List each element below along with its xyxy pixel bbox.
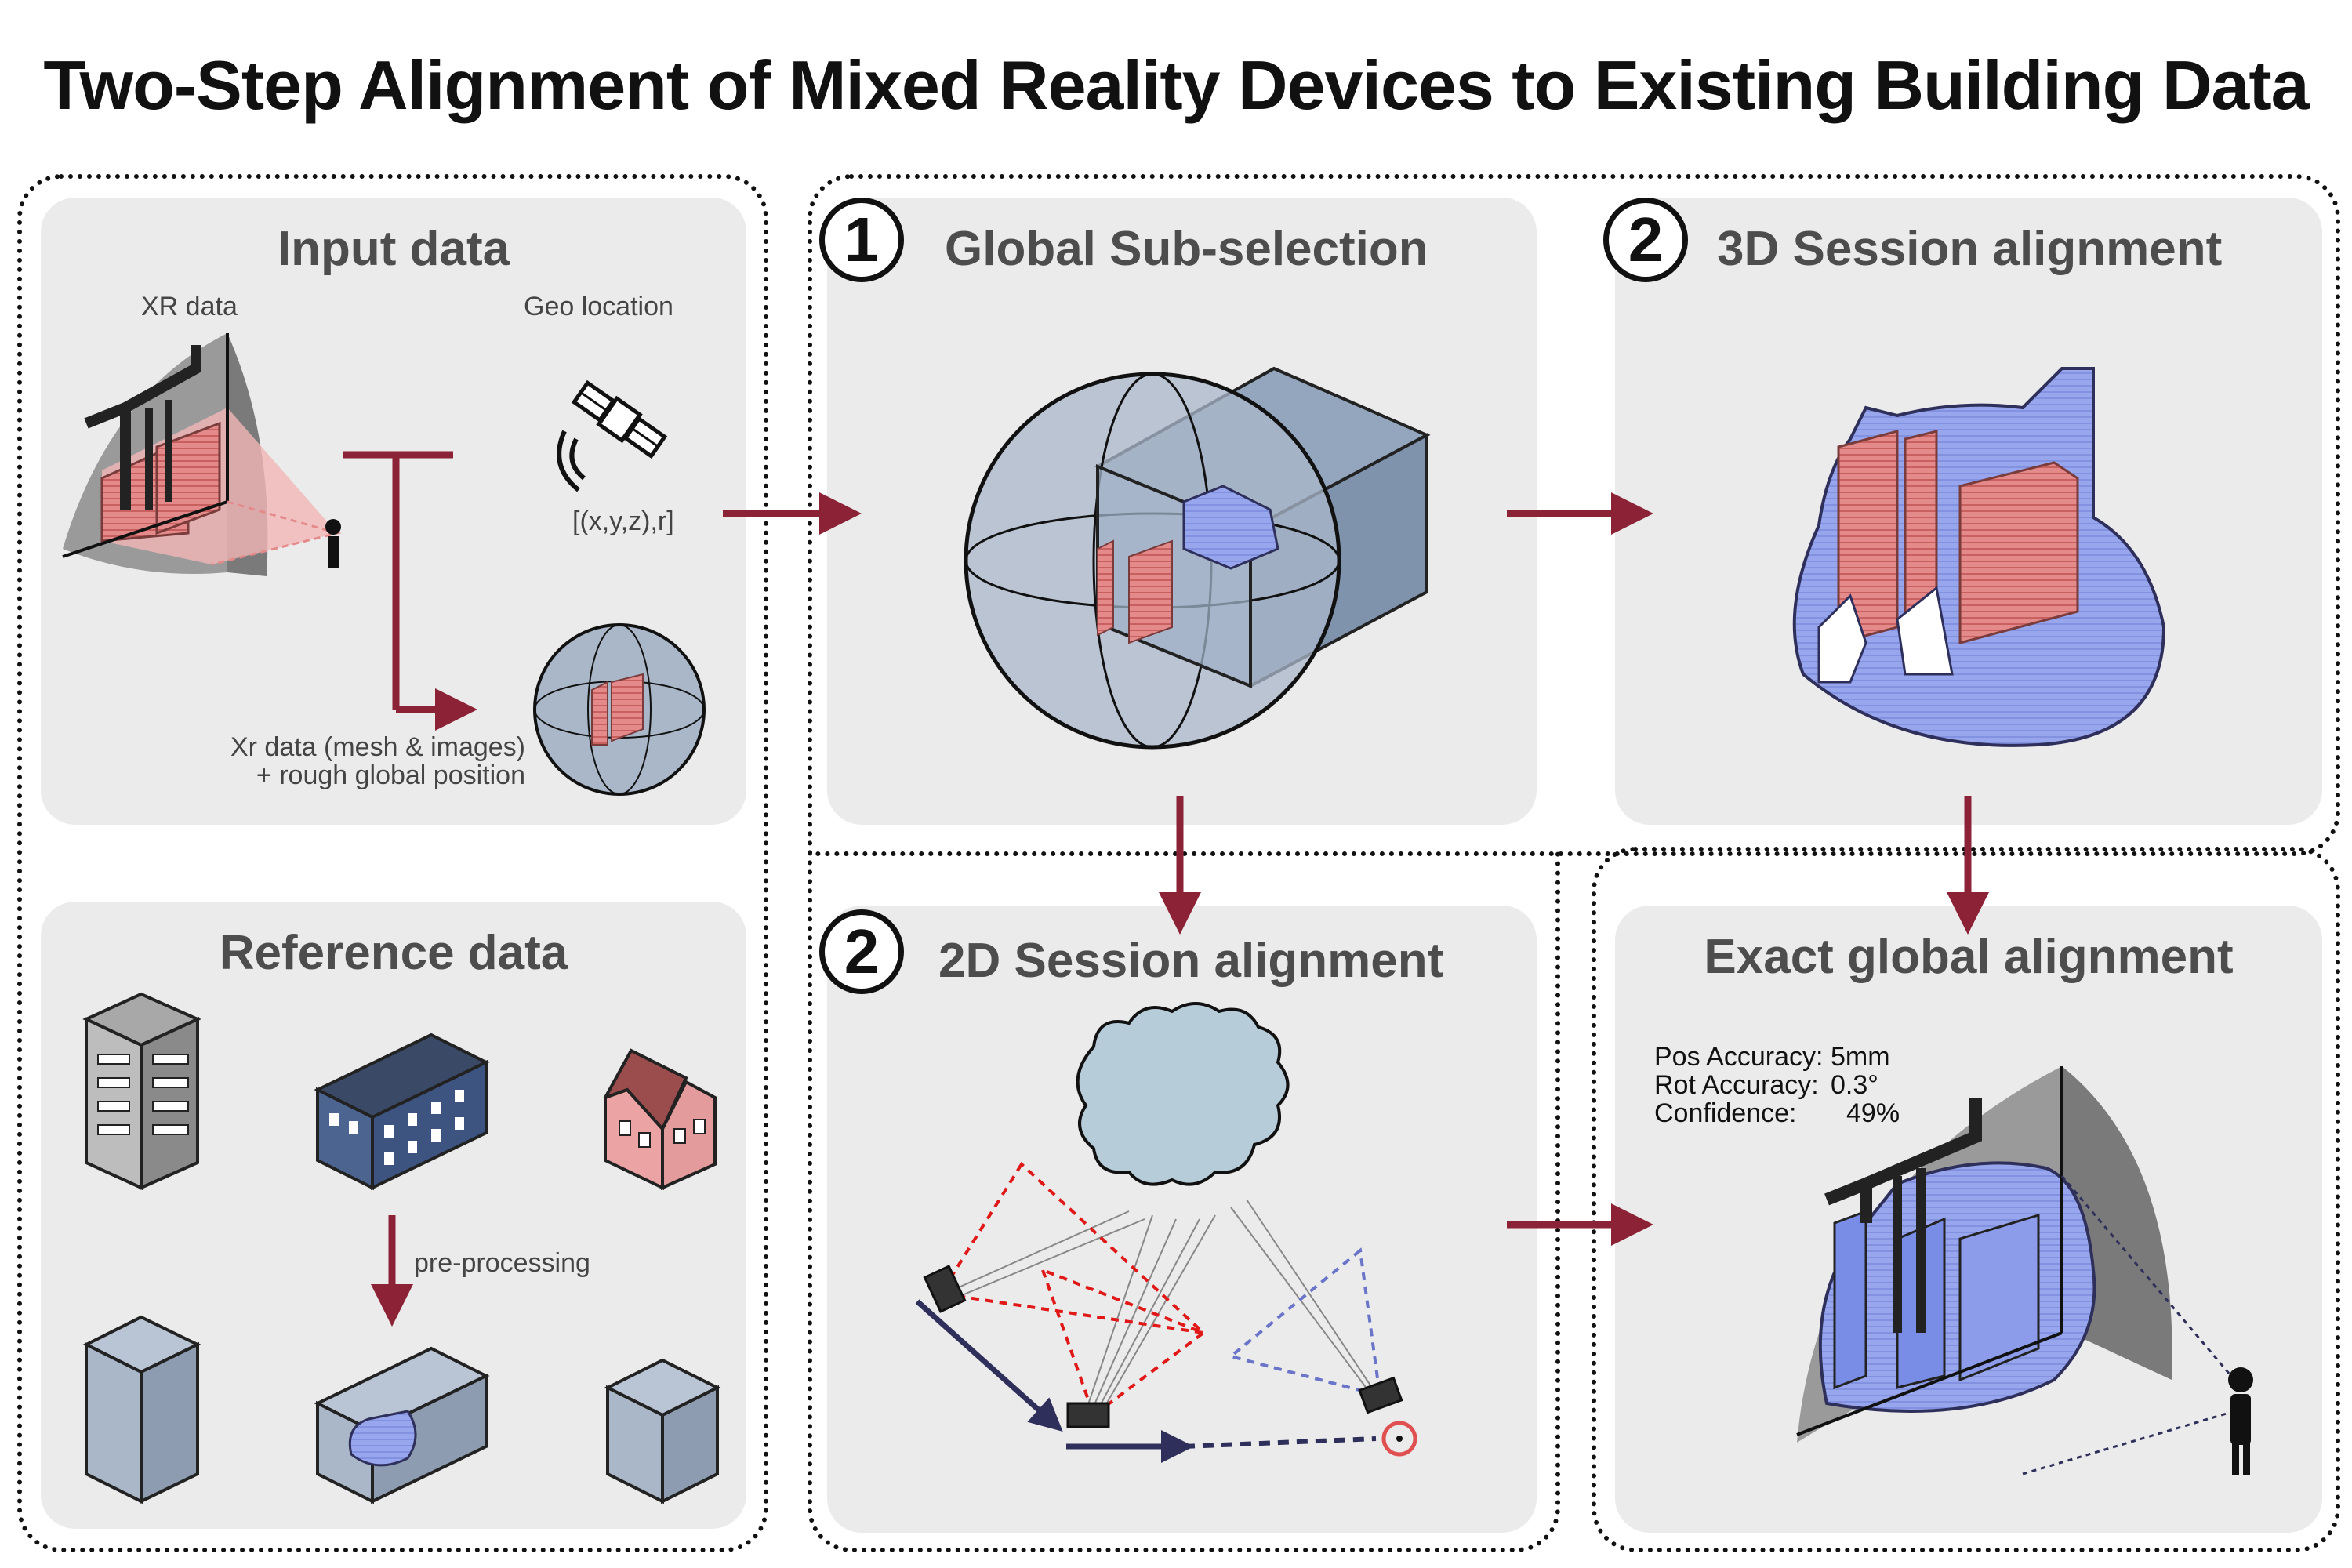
metric-row: Rot Accuracy: 0.3° <box>1654 1071 1900 1099</box>
house-icon <box>603 1048 717 1191</box>
exact-panel-title: Exact global alignment <box>1704 930 2234 984</box>
rough-position-sphere <box>533 623 706 796</box>
geo-location-label: Geo location <box>524 292 673 321</box>
simplified-block <box>82 1315 201 1504</box>
metric-row: Pos Accuracy:5mm <box>1654 1043 1900 1071</box>
metric-value: 0.3° <box>1831 1070 1878 1100</box>
session2d-illustration <box>915 1002 1417 1463</box>
simplified-block <box>604 1358 721 1504</box>
diagram-title: Two-Step Alignment of Mixed Reality Devi… <box>43 46 2309 124</box>
xr-scene-illustration <box>62 333 342 576</box>
metric-label: Pos Accuracy: <box>1654 1042 1824 1072</box>
input-caption-line2: + rough global position <box>256 760 525 790</box>
step-badge: 2 <box>819 909 904 994</box>
input-panel-title: Input data <box>277 222 510 276</box>
global-subselection-illustration <box>964 366 1431 750</box>
simplified-block <box>314 1346 490 1504</box>
exact-alignment-illustration <box>1796 1066 2253 1475</box>
camera-icon <box>1066 1402 1110 1428</box>
session3d-panel-title: 3D Session alignment <box>1717 222 2223 276</box>
metric-label: Rot Accuracy: <box>1654 1070 1819 1100</box>
metric-label: Confidence: <box>1654 1098 1797 1128</box>
point-cloud-icon <box>1076 1002 1290 1186</box>
accuracy-metrics: Pos Accuracy:5mm Rot Accuracy: 0.3° Confi… <box>1654 1043 1900 1127</box>
xr-data-label: XR data <box>141 292 238 321</box>
session2d-panel-title: 2D Session alignment <box>938 934 1444 988</box>
global-panel-title: Global Sub-selection <box>945 222 1428 276</box>
metric-row: Confidence: 49% <box>1654 1099 1900 1127</box>
satellite-icon <box>571 379 668 459</box>
session3d-illustration <box>1792 367 2166 747</box>
apartment-block-icon <box>314 1033 490 1191</box>
metric-value: 5mm <box>1831 1042 1890 1072</box>
step2d-group-border <box>808 851 1560 1552</box>
input-flow-arrow <box>343 451 477 731</box>
step-badge: 1 <box>819 198 904 282</box>
signal-icon <box>569 437 586 481</box>
metric-value: 49% <box>1846 1098 1900 1128</box>
person-icon <box>2228 1367 2253 1392</box>
office-tower-icon <box>82 992 201 1191</box>
input-caption-line1: Xr data (mesh & images) <box>230 732 525 762</box>
camera-icon <box>1358 1376 1403 1414</box>
input-group-border <box>17 174 768 1552</box>
reference-panel-title: Reference data <box>219 926 568 980</box>
step-badge: 2 <box>1603 198 1688 282</box>
preprocessing-label: pre-processing <box>414 1248 590 1278</box>
geo-formula-label: [(x,y,z),r] <box>572 506 674 536</box>
camera-icon <box>923 1265 967 1313</box>
